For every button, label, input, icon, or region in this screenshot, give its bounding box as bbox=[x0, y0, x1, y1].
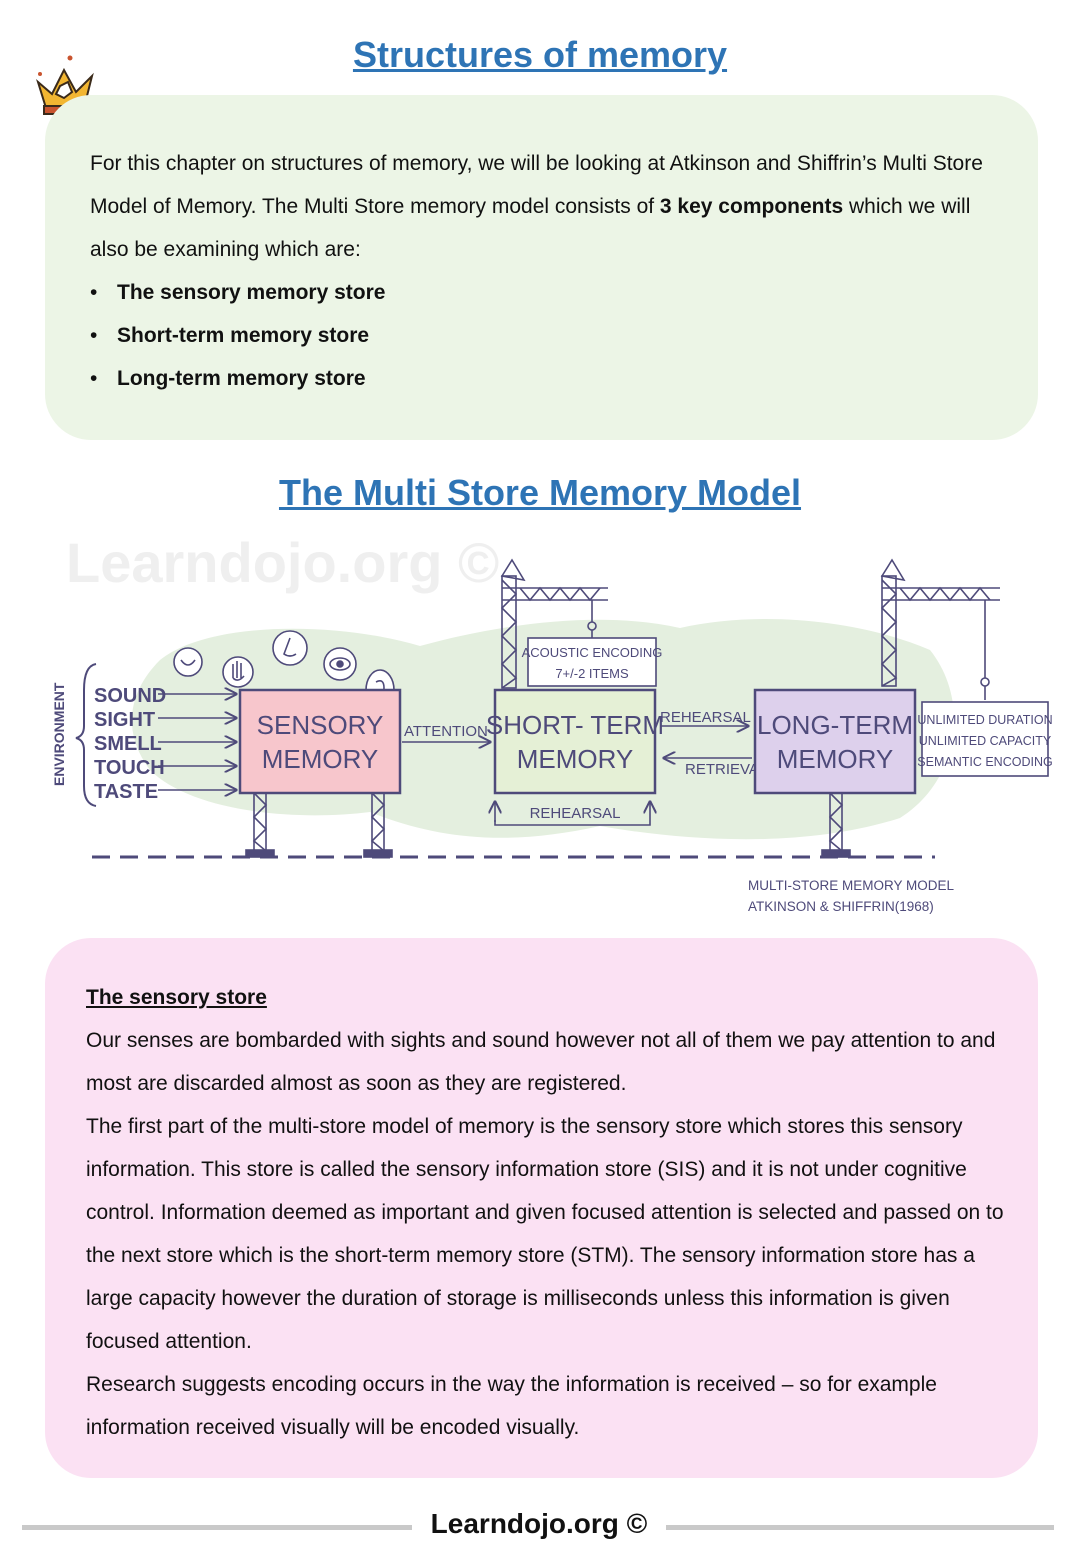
eye-icon bbox=[323, 647, 357, 681]
sensory-memory-label-1: SENSORY bbox=[257, 710, 384, 740]
sense-touch: TOUCH bbox=[94, 757, 165, 779]
intro-text-start: For this chapter on structures of memory… bbox=[90, 152, 983, 218]
sense-sight: SIGHT bbox=[94, 709, 155, 731]
watermark: Learndojo.org © bbox=[66, 531, 500, 594]
stm-box bbox=[493, 688, 657, 795]
stm-label-1: SHORT- TERM bbox=[486, 710, 664, 740]
sensory-paragraph-3: Research suggests encoding occurs in the… bbox=[86, 1373, 937, 1439]
diagram-title: The Multi Store Memory Model bbox=[278, 472, 802, 513]
sensory-paragraph-1: Our senses are bombarded with sights and… bbox=[86, 1029, 996, 1095]
diagram-caption-1: MULTI-STORE MEMORY MODEL bbox=[748, 878, 955, 893]
stm-sign-line-2: 7+/-2 ITEMS bbox=[555, 666, 629, 681]
sensory-store-heading: The sensory store bbox=[86, 986, 267, 1009]
ltm-sign-line-3: SEMANTIC ENCODING bbox=[917, 755, 1052, 769]
retrieval-label: RETRIEVAL bbox=[685, 761, 767, 778]
stm-sign bbox=[527, 637, 657, 687]
ltm-box bbox=[753, 688, 917, 795]
stm-sign-line-1: ACOUSTIC ENCODING bbox=[522, 645, 663, 660]
diagram-caption-2: ATKINSON & SHIFFRIN(1968) bbox=[748, 899, 934, 914]
intro-paragraph: For this chapter on structures of memory… bbox=[90, 142, 1010, 400]
sense-taste: TASTE bbox=[94, 781, 158, 803]
component-list: The sensory memory store Short-term memo… bbox=[90, 271, 1010, 400]
environment-brace bbox=[75, 663, 97, 807]
tongue-icon bbox=[173, 647, 203, 677]
hand-icon bbox=[222, 656, 254, 688]
footer-divider-right bbox=[666, 1525, 1054, 1530]
rehearsal-label: REHEARSAL bbox=[660, 709, 751, 726]
sense-smell: SMELL bbox=[94, 733, 162, 755]
stm-label-2: MEMORY bbox=[517, 744, 634, 774]
stm-rehearsal-loop bbox=[494, 802, 650, 826]
ltm-label-1: LONG-TERM bbox=[757, 710, 913, 740]
ltm-label-2: MEMORY bbox=[777, 744, 894, 774]
ltm-sign bbox=[921, 701, 1049, 777]
sensory-store-section: The sensory store Our senses are bombard… bbox=[86, 976, 1016, 1449]
attention-label: ATTENTION bbox=[404, 723, 488, 740]
list-item: Long-term memory store bbox=[90, 357, 1010, 400]
ltm-sign-line-2: UNLIMITED CAPACITY bbox=[919, 734, 1052, 748]
intro-text-end: which we will also be examining which ar… bbox=[90, 195, 971, 261]
environment-label: ENVIRONMENT bbox=[51, 682, 67, 786]
stm-crane bbox=[500, 558, 608, 689]
multi-store-diagram: ENVIRONMENT SOUND SIGHT SMELL TOUCH TAST… bbox=[51, 558, 1053, 914]
intro-text-bold: 3 key components bbox=[659, 195, 844, 218]
sensory-memory-label-2: MEMORY bbox=[262, 744, 379, 774]
nose-icon bbox=[272, 630, 308, 666]
stm-rehearsal-label: REHEARSAL bbox=[530, 805, 621, 822]
sensory-store-card bbox=[45, 938, 1038, 1478]
ltm-crane bbox=[880, 558, 1000, 700]
footer-brand: Learndojo.org © bbox=[430, 1508, 648, 1539]
ltm-sign-line-1: UNLIMITED DURATION bbox=[917, 713, 1052, 727]
page-title: Structures of memory bbox=[352, 34, 728, 75]
sensory-paragraph-2: The first part of the multi-store model … bbox=[86, 1115, 1004, 1353]
list-item: The sensory memory store bbox=[90, 271, 1010, 314]
footer-divider-left bbox=[22, 1525, 412, 1530]
list-item: Short-term memory store bbox=[90, 314, 1010, 357]
sensory-memory-box bbox=[238, 688, 402, 795]
sense-sound: SOUND bbox=[94, 685, 166, 707]
